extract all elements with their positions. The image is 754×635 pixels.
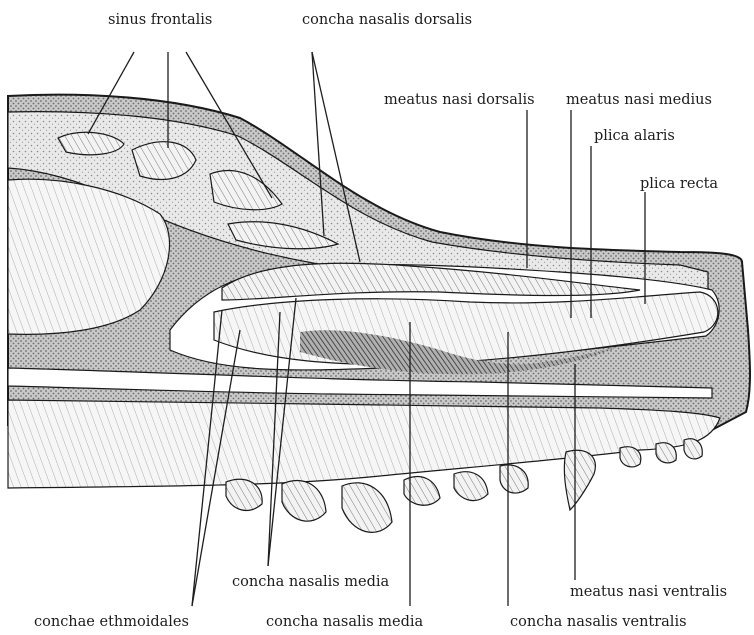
palate-region [8,400,720,488]
tooth [684,439,702,459]
tooth [454,472,488,501]
canine-tooth [564,450,595,510]
label-meatus-nasi-ventralis: meatus nasi ventralis [570,584,727,600]
label-concha-nasalis-media-upper: concha nasalis media [232,574,390,590]
label-sinus-frontalis: sinus frontalis [108,12,212,28]
label-conchae-ethmoidales: conchae ethmoidales [34,614,189,630]
label-plica-recta: plica recta [640,176,718,192]
label-concha-nasalis-media-lower: concha nasalis media [266,614,424,630]
label-concha-nasalis-ventralis: concha nasalis ventralis [510,614,687,630]
tooth [500,465,528,493]
label-concha-nasalis-dorsalis: concha nasalis dorsalis [302,12,472,28]
label-plica-alaris: plica alaris [594,128,675,144]
tooth [282,480,326,521]
label-meatus-nasi-dorsalis: meatus nasi dorsalis [384,92,535,108]
label-meatus-nasi-medius: meatus nasi medius [566,92,712,108]
tooth [620,447,641,467]
tooth [342,483,392,533]
